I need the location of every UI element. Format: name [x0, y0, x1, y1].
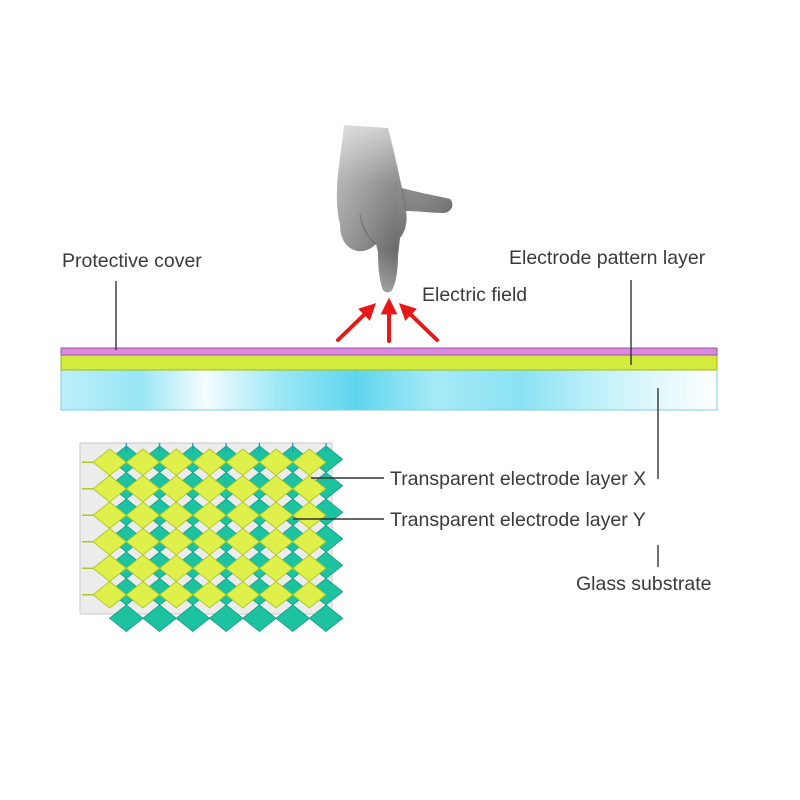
- label-electric-field: Electric field: [422, 284, 527, 306]
- electrode-y-diamond: [225, 580, 261, 609]
- electrode-y-diamond: [125, 580, 161, 609]
- label-electrode-pattern-layer: Electrode pattern layer: [509, 247, 706, 269]
- electrode-x-diamond: [208, 604, 244, 633]
- label-glass-substrate: Glass substrate: [576, 573, 711, 595]
- label-transparent-electrode-y: Transparent electrode layer Y: [390, 509, 646, 531]
- electrode-y-diamond: [258, 580, 294, 609]
- electric-field-arrows-icon: [336, 297, 439, 343]
- electrode-y-diamond: [158, 580, 194, 609]
- electrode-x-diamond: [175, 604, 211, 633]
- label-protective-cover: Protective cover: [62, 250, 202, 272]
- pointing-hand-icon: [336, 125, 453, 293]
- field-arrow-left: [336, 303, 377, 342]
- glass-substrate-layer: [60, 368, 718, 411]
- layer-stack: [60, 347, 718, 411]
- leader-lines: [115, 280, 659, 567]
- label-transparent-electrode-x: Transparent electrode layer X: [390, 468, 646, 490]
- electrode-x-diamond: [142, 604, 177, 633]
- electrode-x-diamond: [275, 604, 310, 633]
- electrode-y-diamond: [292, 580, 327, 609]
- protective-cover-layer: [60, 347, 718, 356]
- electrode-x-diamond: [109, 604, 144, 633]
- electrode-grid: [79, 442, 344, 633]
- electrode-pattern-layer: [60, 354, 718, 371]
- electrode-y-diamond: [92, 580, 127, 609]
- electrode-y-diamond: [192, 580, 227, 609]
- electrode-x-diamond: [308, 604, 344, 633]
- electrode-x-diamond: [242, 604, 277, 633]
- field-arrow-right: [398, 303, 439, 342]
